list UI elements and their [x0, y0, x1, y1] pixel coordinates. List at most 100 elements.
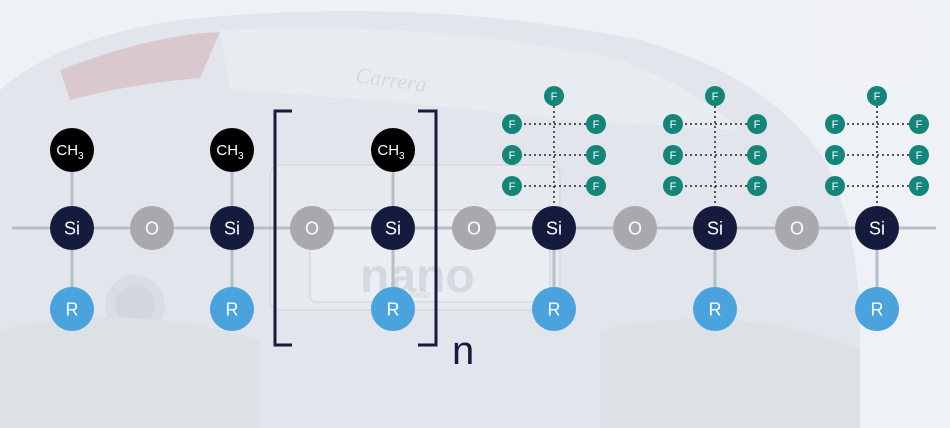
- r-group-circle: [532, 287, 576, 331]
- fluorine-atom: F: [705, 86, 725, 106]
- fluorine-atom: F: [867, 86, 887, 106]
- r-group-label: R: [709, 299, 722, 319]
- r-group-circle: [855, 287, 899, 331]
- r-group-circle: [371, 287, 415, 331]
- fluorine-atom-label: F: [754, 181, 761, 193]
- silicon-atom-label: Si: [546, 218, 562, 238]
- right-bracket: [418, 109, 438, 347]
- fluorine-atom-label: F: [509, 150, 516, 162]
- r-group-label: R: [226, 299, 239, 319]
- silicon-atom-circle: [855, 206, 899, 250]
- methyl-subscript: 3: [399, 151, 405, 162]
- silicon-atom-circle: [371, 206, 415, 250]
- fluorine-atom: F: [502, 176, 522, 196]
- fluorine-atom: F: [909, 114, 929, 134]
- fluorine-atom-circle: [663, 114, 683, 134]
- r-group: R: [693, 287, 737, 331]
- fluorine-atom: F: [663, 114, 683, 134]
- fluorine-atom-circle: [909, 145, 929, 165]
- fluorine-atom-circle: [502, 114, 522, 134]
- fluorine-atom-circle: [586, 114, 606, 134]
- fluorine-atom-label: F: [593, 181, 600, 193]
- fluorine-atom-circle: [663, 145, 683, 165]
- methyl-circle: [50, 128, 94, 172]
- oxygen-atom-circle: [613, 206, 657, 250]
- fluorine-atom-label: F: [874, 91, 881, 103]
- fluorine-atom-label: F: [832, 181, 839, 193]
- silicon-atom-label: Si: [869, 218, 885, 238]
- repeat-unit-brackets: n: [273, 109, 474, 373]
- fluorine-atom-circle: [502, 145, 522, 165]
- oxygen-atom-label: O: [628, 218, 642, 238]
- methyl-circle: [371, 128, 415, 172]
- fluorine-atom-label: F: [509, 181, 516, 193]
- fluorine-atom: F: [586, 176, 606, 196]
- r-group: R: [210, 287, 254, 331]
- oxygen-atom-label: O: [145, 218, 159, 238]
- fluorine-atom: F: [909, 145, 929, 165]
- silicon-atom-label: Si: [64, 218, 80, 238]
- left-bracket: [273, 109, 292, 347]
- fluorine-atom: F: [825, 145, 845, 165]
- r-group-label: R: [548, 299, 561, 319]
- fluorine-atom: F: [747, 145, 767, 165]
- fluorine-atom-label: F: [509, 119, 516, 131]
- fluorine-atom-circle: [909, 176, 929, 196]
- silicon-atom: Si: [532, 206, 576, 250]
- oxygen-atom-label: O: [467, 218, 481, 238]
- oxygen-atom-circle: [452, 206, 496, 250]
- fluorine-atom: F: [544, 86, 564, 106]
- fluorine-atom-label: F: [754, 150, 761, 162]
- fluorine-atom: F: [586, 145, 606, 165]
- fluorine-atom-label: F: [551, 91, 558, 103]
- fluorine-atom: F: [586, 114, 606, 134]
- silicon-atom-label: Si: [385, 218, 401, 238]
- oxygen-atom: O: [613, 206, 657, 250]
- r-group-label: R: [66, 299, 79, 319]
- license-plate-small-text: nano: [410, 290, 430, 300]
- fluorine-atom-circle: [867, 86, 887, 106]
- oxygen-atom: O: [775, 206, 819, 250]
- fluorine-atom: F: [663, 176, 683, 196]
- methyl-subscript: 3: [78, 151, 84, 162]
- methyl-label: CH3: [56, 142, 84, 162]
- fluorine-atom-label: F: [670, 150, 677, 162]
- r-group: R: [371, 287, 415, 331]
- fluorine-atom-label: F: [712, 91, 719, 103]
- fluorine-atom-circle: [586, 176, 606, 196]
- fluorine-atom-circle: [825, 114, 845, 134]
- fluorine-atom-circle: [502, 176, 522, 196]
- fluorine-atom-circle: [705, 86, 725, 106]
- fluorine-atom-circle: [825, 176, 845, 196]
- oxygen-atom-label: O: [305, 218, 319, 238]
- fluorine-atom-circle: [909, 114, 929, 134]
- oxygen-atom: O: [290, 206, 334, 250]
- r-group-circle: [693, 287, 737, 331]
- silicon-atom: Si: [693, 206, 737, 250]
- fluorine-atom-label: F: [916, 150, 923, 162]
- oxygen-atom-circle: [290, 206, 334, 250]
- oxygen-atom: O: [130, 206, 174, 250]
- fluorine-atom: F: [502, 145, 522, 165]
- fluorine-atom-circle: [586, 145, 606, 165]
- silicon-atom-circle: [693, 206, 737, 250]
- silicon-atom: Si: [855, 206, 899, 250]
- oxygen-atom-circle: [130, 206, 174, 250]
- fluorine-atom-label: F: [593, 150, 600, 162]
- methyl-group: CH3: [210, 128, 254, 172]
- r-group-label: R: [387, 299, 400, 319]
- oxygen-atom-label: O: [790, 218, 804, 238]
- fluorine-atom-label: F: [832, 150, 839, 162]
- methyl-circle: [210, 128, 254, 172]
- fluorine-atom-label: F: [754, 119, 761, 131]
- r-group-circle: [210, 287, 254, 331]
- fluorine-atom-label: F: [670, 119, 677, 131]
- methyl-label: CH3: [377, 142, 405, 162]
- silicon-atom: Si: [50, 206, 94, 250]
- silicon-atom-circle: [532, 206, 576, 250]
- fluorine-atom-circle: [663, 176, 683, 196]
- silicon-atom: Si: [371, 206, 415, 250]
